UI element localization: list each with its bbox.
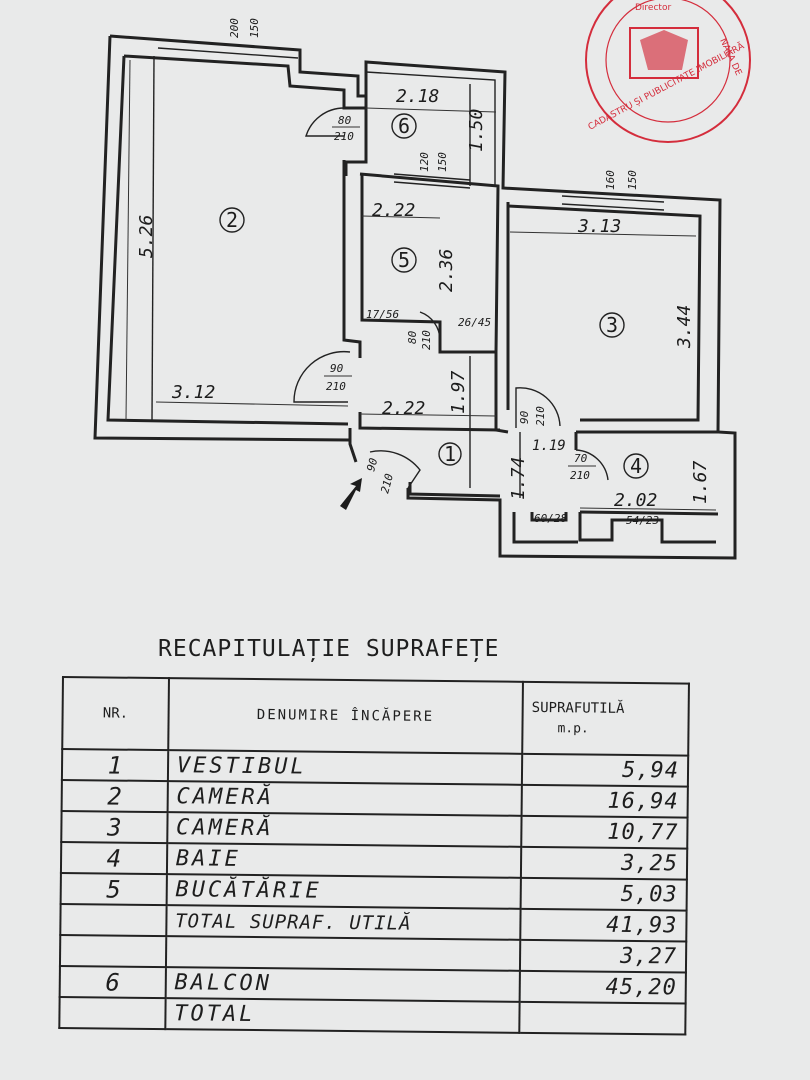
table-header-row: NR. DENUMIRE ÎNCĂPERE SUPRAFUTILĂ m.p.: [62, 677, 689, 756]
door-r2-height: 210: [326, 380, 346, 393]
room-number-5: 5: [398, 248, 410, 272]
row-nr: 4: [60, 842, 167, 875]
row-area: 41,93: [520, 908, 687, 942]
floor-plan: Director NALA DE CADASTRU ȘI PUBLICITATE…: [93, 0, 751, 560]
room-number-1: 1: [444, 442, 456, 466]
window-r5-b: 150: [436, 152, 449, 172]
door-r3-width: 90: [518, 410, 531, 424]
dim-r2-width: 3.12: [171, 382, 215, 403]
niche-label-3: 60/28: [534, 512, 567, 525]
entry-arrow-icon: [340, 478, 362, 510]
row-name: BAIE: [166, 843, 522, 878]
dim-r4-width: 2.02: [614, 490, 657, 511]
header-area-label: SUPRAFUTILĂ: [531, 699, 625, 717]
row-name: CAMERĂ: [167, 781, 522, 816]
row-nr: 2: [61, 780, 168, 813]
dim-r3-height: 3.44: [674, 305, 695, 349]
header-area: SUPRAFUTILĂ m.p.: [522, 681, 689, 756]
window-r5-a: 120: [418, 152, 431, 172]
surface-table: NR. DENUMIRE ÎNCĂPERE SUPRAFUTILĂ m.p. 1…: [58, 676, 690, 1036]
row-nr: 6: [59, 965, 166, 999]
door-entry-height: 210: [378, 472, 396, 495]
row-area: 3,25: [520, 846, 688, 880]
row-nr: 5: [60, 872, 167, 906]
header-area-unit: m.p.: [557, 720, 589, 737]
niche-label-4: 54/23: [626, 514, 659, 527]
row-area: 3,27: [519, 939, 687, 973]
door-r3-height: 210: [534, 406, 547, 426]
table-title: RECAPITULAȚIE SUPRAFEȚE: [158, 636, 500, 662]
dim-r1-width: 2.22: [382, 398, 425, 419]
room-markers: 1 2 3 4 5 6: [219, 113, 649, 479]
window-r3-b: 150: [626, 170, 639, 190]
header-nr: NR.: [62, 677, 169, 751]
row-nr: [59, 996, 166, 1030]
row-nr: [59, 934, 166, 968]
row-area: 5,94: [521, 753, 689, 787]
window-labels: 200 150 120 150 160 150: [228, 18, 639, 190]
row-area: 10,77: [521, 815, 688, 849]
walls: [93, 34, 737, 560]
room-number-3: 3: [606, 313, 618, 337]
door-r6-height: 210: [334, 130, 354, 143]
window-r2-a: 200: [228, 18, 241, 38]
dim-r2-height: 5.26: [136, 215, 157, 258]
door-r5-height: 210: [420, 330, 433, 350]
row-nr: 1: [61, 749, 168, 782]
door-r4-height: 210: [570, 469, 590, 482]
dim-r6-width: 2.18: [396, 86, 439, 107]
dim-r1-depth: 1.74: [508, 457, 529, 500]
row-name: VESTIBUL: [167, 750, 523, 785]
row-nr: 3: [61, 811, 168, 844]
door-entry-width: 90: [364, 456, 380, 473]
window-r2-b: 150: [248, 18, 261, 38]
row-name: CAMERĂ: [166, 812, 522, 847]
window-r3-a: 160: [604, 170, 617, 190]
row-nr: [60, 903, 167, 937]
row-area: 45,20: [519, 970, 686, 1004]
niche-label-1: 17/56: [366, 308, 399, 321]
row-name: TOTAL SUPRAF. UTILĂ: [165, 905, 521, 940]
row-name: [165, 936, 521, 971]
door-labels: 80 210 90 210 80 210 90 210 70 210 90 21…: [324, 114, 596, 495]
door-r2-width: 90: [330, 362, 344, 375]
dim-r1-height: 1.97: [448, 370, 469, 414]
niche-labels: 17/56 26/45 60/28 54/23: [366, 308, 659, 527]
dim-r3-width: 3.13: [577, 216, 621, 237]
row-name: BALCON: [165, 967, 520, 1002]
dim-r6-depth: 1.50: [466, 109, 487, 152]
row-area: [519, 1001, 686, 1035]
dim-r1-small: 1.19: [532, 438, 566, 454]
room-number-2: 2: [226, 208, 238, 232]
door-r5-width: 80: [406, 330, 419, 344]
niche-label-2: 26/45: [458, 316, 491, 329]
dim-r5-width: 2.22: [372, 200, 415, 221]
row-name: BUCĂTĂRIE: [166, 874, 521, 909]
header-room-name: DENUMIRE ÎNCĂPERE: [167, 678, 523, 754]
dimension-labels: 5.26 3.12 2.18 1.50 2.22 2.36 3.13 3.44 …: [136, 86, 711, 511]
cadastre-stamp: Director NALA DE CADASTRU ȘI PUBLICITATE…: [585, 0, 751, 143]
room-number-6: 6: [398, 114, 410, 138]
dim-r4-height: 1.67: [690, 460, 711, 504]
row-area: 16,94: [521, 784, 688, 818]
room-number-4: 4: [630, 454, 642, 478]
door-r4-width: 70: [574, 452, 588, 465]
table-row: TOTAL: [59, 996, 686, 1035]
row-name: TOTAL: [165, 998, 520, 1033]
dim-r5-height: 2.36: [436, 249, 457, 292]
stamp-line-3: Director: [635, 3, 671, 13]
door-r6-width: 80: [338, 114, 352, 127]
row-area: 5,03: [520, 877, 687, 911]
